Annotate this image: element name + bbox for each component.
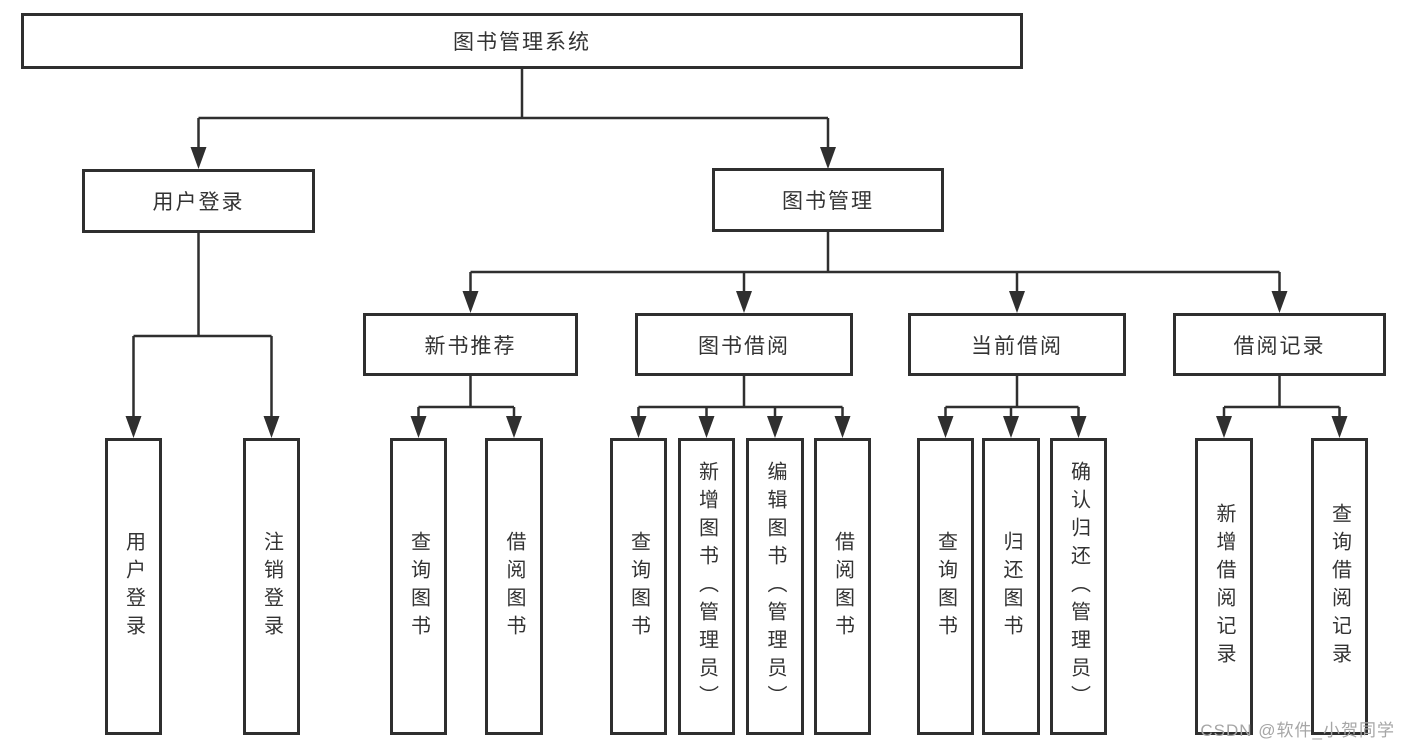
node-label: 确认归还（管理员）: [1067, 460, 1090, 713]
leaf-query-books-1: 查询图书: [390, 438, 447, 735]
node-label: 图书管理: [782, 190, 874, 213]
node-label: 注销登录: [260, 530, 283, 643]
node-book-borrow: 图书借阅: [635, 313, 853, 376]
leaf-borrow-books-2: 借阅图书: [814, 438, 871, 735]
node-label: 用户登录: [152, 191, 245, 214]
node-label: 编辑图书（管理员）: [764, 460, 786, 713]
leaf-add-book-admin: 新增图书（管理员）: [678, 438, 735, 735]
node-label: 借阅图书: [503, 530, 525, 643]
node-label: 借阅图书: [831, 530, 854, 643]
node-label: 用户登录: [122, 530, 145, 643]
leaf-confirm-return-admin: 确认归还（管理员）: [1050, 438, 1107, 735]
node-label: 新增借阅记录: [1213, 502, 1235, 671]
leaf-query-books-3: 查询图书: [917, 438, 974, 735]
leaf-query-borrow-record: 查询借阅记录: [1311, 438, 1368, 735]
node-label: 图书借阅: [698, 334, 790, 358]
leaf-logout: 注销登录: [243, 438, 300, 735]
leaf-query-books-2: 查询图书: [610, 438, 667, 735]
node-label: 新书推荐: [424, 334, 517, 358]
node-borrow-records: 借阅记录: [1173, 313, 1386, 376]
node-label: 查询图书: [407, 530, 430, 643]
node-label: 当前借阅: [971, 334, 1063, 358]
node-label: 查询借阅记录: [1328, 502, 1351, 671]
leaf-user-login: 用户登录: [105, 438, 162, 735]
node-label: 查询图书: [627, 530, 650, 643]
watermark: CSDN @软件_小贺同学: [1200, 721, 1395, 740]
leaf-borrow-books-1: 借阅图书: [485, 438, 543, 735]
node-new-book-recommend: 新书推荐: [363, 313, 578, 376]
node-current-borrow: 当前借阅: [908, 313, 1126, 376]
leaf-return-book: 归还图书: [982, 438, 1040, 735]
node-label: 新增图书（管理员）: [695, 460, 718, 713]
node-label: 图书管理系统: [453, 31, 591, 54]
leaf-edit-book-admin: 编辑图书（管理员）: [746, 438, 804, 735]
leaf-add-borrow-record: 新增借阅记录: [1195, 438, 1253, 735]
node-book-management: 图书管理: [712, 168, 944, 232]
node-user-login: 用户登录: [82, 169, 315, 233]
node-label: 查询图书: [934, 530, 957, 643]
node-library-management-system: 图书管理系统: [21, 13, 1023, 69]
node-label: 归还图书: [1000, 530, 1022, 643]
node-label: 借阅记录: [1233, 334, 1326, 358]
